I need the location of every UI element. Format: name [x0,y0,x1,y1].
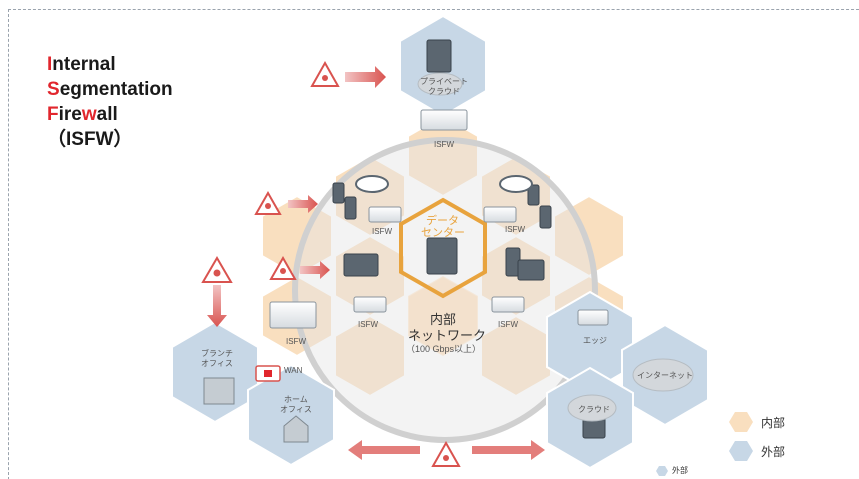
internal-hex-grid [261,114,625,398]
isfw-appliance-branch [269,301,317,329]
cloud-icon [632,358,694,392]
arrow-right [300,261,330,279]
diagram-title: Internal Segmentation Firewall （ISFW） [47,52,173,152]
wifi-ap-icon [355,175,389,193]
internet-label: インターネット [637,371,693,380]
cloud-icon [567,394,617,422]
threat-arrows [207,66,545,460]
isfw-appliances [269,109,609,329]
isfw-appliance-left-wifi [368,206,402,223]
clouds [417,72,694,422]
private-cloud-label-line1: プライベート [420,77,468,86]
phone-icon [527,184,540,206]
biohazard-icon [431,440,461,467]
title-initial-i: I [47,54,53,75]
arrow-left [348,440,420,460]
legend-internal: 内部 [729,412,785,432]
threat-icon-marks [213,75,449,461]
branch-office-label-line2: オフィス [201,359,233,368]
title-line3-mid: ire [58,104,82,125]
hex-tile [407,114,479,198]
legend-external-swatch [729,441,753,461]
title-line1: nternal [52,54,116,75]
server-rack-icon [426,237,458,275]
isfw-label-top: ISFW [434,140,454,149]
internal-network-label-line1: 内部 [430,312,457,327]
home-office-label-line1: ホーム [284,395,308,404]
legend-external: 外部 [729,441,785,461]
phone-icon [344,196,357,220]
branch-office-label-line1: ブランチ [201,349,233,358]
edge-appliance [577,309,609,326]
internal-network-label-line2: ネットワーク [408,328,487,343]
buildings [203,377,309,443]
isfw-appliance-right-wifi [483,206,517,223]
laptop-icon [343,253,379,277]
threat-icons [201,60,461,467]
wan-label: WAN [284,366,303,375]
biohazard-icon [310,60,340,87]
title-red-w: w [81,104,97,125]
title-initial-f: F [47,104,59,125]
title-line4: （ISFW） [47,129,133,150]
cloud-icon [417,72,463,96]
isfw-label-left-laptop: ISFW [358,320,378,329]
arrow-right [288,195,318,213]
phone-icon [539,205,552,229]
legend-external-label: 外部 [761,444,786,459]
wifi-access-points [355,175,533,193]
arrow-down [207,285,227,327]
hex-tile-home [247,363,335,467]
hex-tile [408,276,478,356]
legend-internal-label: 内部 [761,415,786,430]
wan-router-logo [264,370,272,377]
server-rack-icon [426,39,452,73]
home-office-label-line2: オフィス [280,405,312,414]
isfw-appliance-top [420,109,468,131]
isfw-label-right-desktop: ISFW [498,320,518,329]
phone-icon [332,182,345,204]
dashed-frame [8,9,859,479]
isfw-label-branch: ISFW [286,337,306,346]
wifi-ap-icon [499,175,533,193]
house-icon [283,415,309,443]
hex-tile-branch [171,320,259,424]
datacenter-label-line1: データ [426,215,459,227]
isfw-appliance-left-laptop [353,296,387,313]
private-cloud-label-line2: クラウド [428,87,460,96]
title-line2: egmentation [59,79,173,100]
cloud-label: クラウド [578,405,610,414]
datacenter-label-line2: センター [421,227,465,239]
datacenter-hex [399,197,487,299]
isfw-label-right-wifi: ISFW [505,225,525,234]
arrow-right [345,66,386,88]
hex-tile [334,314,406,398]
hex-tile [553,194,625,278]
isfw-appliance-right-desktop [491,296,525,313]
isfw-label-left-wifi: ISFW [372,227,392,236]
building-icon [203,377,235,405]
edge-label: エッジ [583,336,607,345]
legend-external-small-label: 外部 [672,466,688,475]
monitor-icon [517,259,545,281]
legend-external-small-swatch [656,465,668,476]
legend-internal-swatch [729,412,753,432]
arrow-right [472,440,545,460]
internal-network-label-line3: （100 Gbps以上） [406,344,482,354]
title-line3-rest: all [96,104,118,125]
legend-external-small: 外部 [656,465,688,476]
title-initial-s: S [47,79,60,100]
